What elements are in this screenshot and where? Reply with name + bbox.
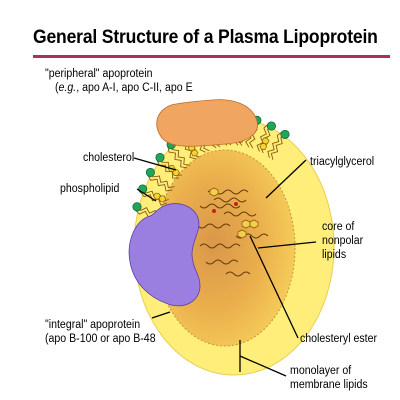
phospholipid-head bbox=[132, 202, 142, 212]
cholesterol-ring bbox=[158, 195, 167, 203]
label-integral-examples: (apo B-100 or apo B-48 bbox=[45, 333, 156, 345]
phospholipid-tail bbox=[267, 132, 282, 158]
cholesterol-ring bbox=[153, 192, 161, 200]
phospholipid-tail bbox=[140, 192, 168, 206]
peripheral-apoprotein bbox=[156, 99, 258, 147]
label-triacylglycerol: triacylglycerol bbox=[310, 156, 375, 168]
ester-link bbox=[212, 209, 216, 213]
label-core-line-1: core of bbox=[322, 221, 355, 233]
phospholipid-head bbox=[155, 152, 165, 163]
leader-cholesteryl-ester bbox=[249, 235, 299, 339]
peripheral-eg: e.g. bbox=[58, 82, 77, 94]
leader-lines bbox=[133, 157, 317, 377]
leader-integral bbox=[151, 311, 171, 319]
title-underline bbox=[33, 55, 390, 58]
label-peripheral-examples: (e.g., apo A-I, apo C-II, apo E bbox=[55, 81, 193, 95]
core-lipid-molecules bbox=[189, 189, 269, 277]
label-phospholipid: phospholipid bbox=[60, 183, 120, 195]
label-cholesterol: cholesterol bbox=[83, 152, 135, 164]
peripheral-apo-list: , apo A-I, apo C-II, apo E bbox=[76, 82, 193, 94]
leader-cholesterol bbox=[133, 157, 177, 171]
phospholipid-tail bbox=[150, 172, 175, 189]
phospholipid-head bbox=[266, 121, 276, 131]
label-core-line-2: nonpolar bbox=[322, 235, 364, 247]
integral-apoprotein bbox=[128, 203, 201, 307]
phospholipid-tail bbox=[170, 144, 191, 166]
cholesterol-ring bbox=[172, 169, 180, 176]
phospholipid-tail bbox=[270, 134, 286, 160]
label-peripheral-apoprotein: "peripheral" apoprotein bbox=[45, 67, 153, 81]
cholesterol-ring bbox=[190, 149, 199, 157]
leader-phospholipid bbox=[136, 188, 157, 202]
cholesterol-ring bbox=[261, 137, 270, 145]
label-core-line-3: lipids bbox=[322, 249, 347, 261]
diagram-title: General Structure of a Plasma Lipoprotei… bbox=[33, 26, 378, 48]
leader-monolayer bbox=[239, 355, 287, 377]
peripheral-line-1: "peripheral" apoprotein bbox=[45, 68, 153, 80]
label-cholesteryl-ester: cholesteryl ester bbox=[300, 333, 378, 345]
phospholipid-tail bbox=[147, 175, 173, 192]
leader-core bbox=[257, 241, 317, 249]
phospholipid-tail bbox=[256, 124, 269, 152]
peripheral-paren: ( bbox=[55, 82, 59, 94]
label-monolayer-line-1: monolayer of bbox=[290, 365, 352, 377]
phospholipid-tail bbox=[167, 147, 188, 169]
leader-triacylglycerol bbox=[265, 159, 307, 199]
phospholipid-head bbox=[280, 129, 290, 139]
label-monolayer-line-2: membrane lipids bbox=[290, 379, 368, 391]
core-ester-rings bbox=[209, 187, 259, 239]
cholesterol-ring bbox=[259, 143, 268, 150]
label-integral-apoprotein: "integral" apoprotein bbox=[45, 319, 141, 331]
phospholipid-head bbox=[145, 167, 155, 177]
ester-link bbox=[234, 202, 238, 206]
